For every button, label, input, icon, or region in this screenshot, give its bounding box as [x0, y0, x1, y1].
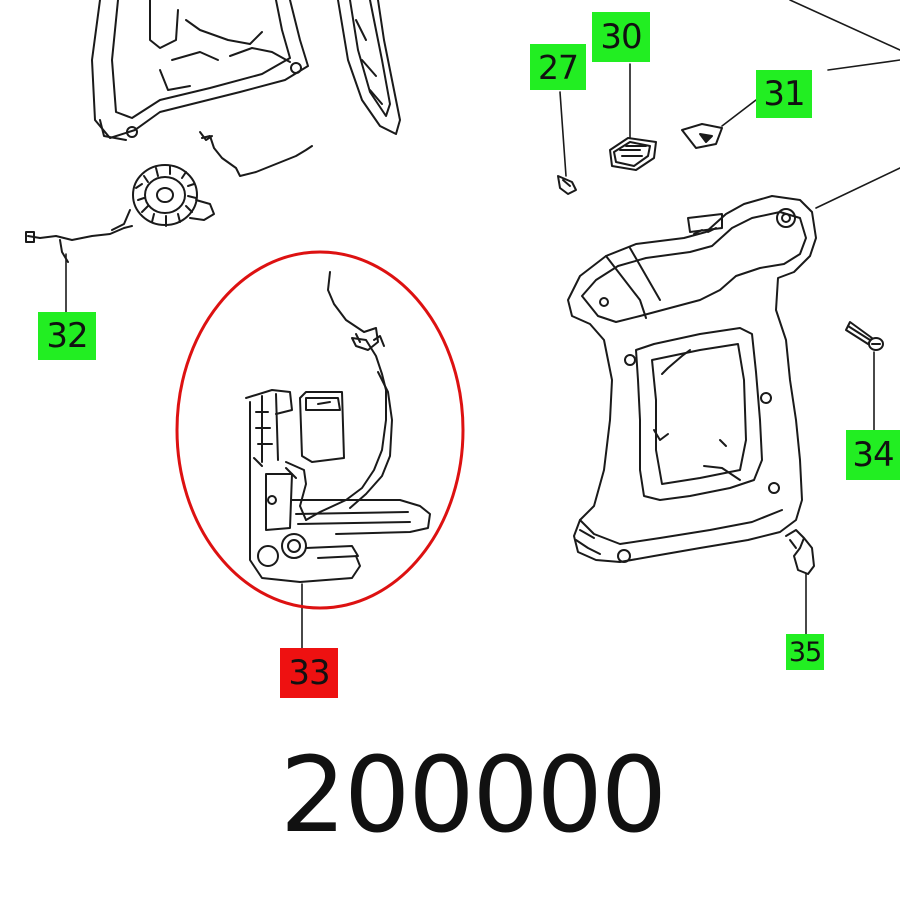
- leader-lines: [65, 0, 900, 649]
- spring-clip-35: [785, 529, 815, 575]
- label-plate-31: [681, 123, 723, 149]
- part-number: 200000: [280, 734, 667, 856]
- highlight-ring: [175, 250, 465, 610]
- switch-cap-30: [609, 137, 657, 171]
- callout-31[interactable]: 31: [756, 70, 812, 118]
- callout-30[interactable]: 30: [592, 12, 650, 62]
- callout-35[interactable]: 35: [786, 634, 824, 670]
- callout-32[interactable]: 32: [38, 312, 96, 360]
- callout-27[interactable]: 27: [530, 44, 586, 90]
- housing-shell-left: [91, 0, 309, 141]
- electronics-module-33: [245, 271, 431, 583]
- fan-assembly: [111, 164, 215, 231]
- callout-33-highlighted[interactable]: 33: [280, 648, 338, 698]
- connecting-wire: [201, 135, 313, 177]
- clip-part-27: [557, 175, 577, 195]
- screw-34: [845, 321, 884, 351]
- handle-housing: [567, 195, 817, 563]
- side-panel: [337, 0, 401, 135]
- sensor-wire: [27, 225, 133, 241]
- callout-34[interactable]: 34: [846, 430, 900, 480]
